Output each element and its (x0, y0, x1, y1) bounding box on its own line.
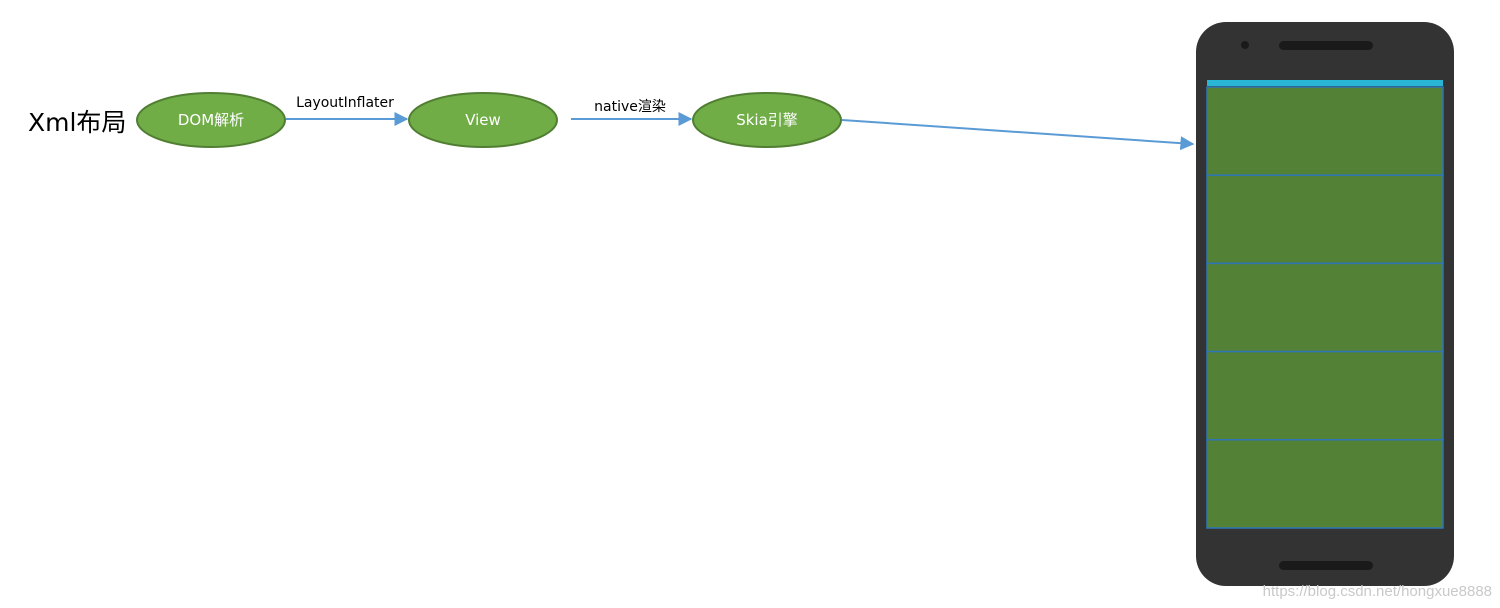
edge-label-layoutinflater: LayoutInflater (296, 95, 394, 111)
phone-screen-row (1206, 262, 1444, 353)
phone-speaker-icon (1279, 41, 1373, 50)
node-skia-engine: Skia引擎 (692, 92, 842, 148)
edge-label-native-render: native渲染 (594, 99, 666, 115)
node-view-label: View (465, 111, 501, 129)
phone-screen-row (1206, 439, 1444, 529)
phone-camera-icon (1241, 41, 1249, 49)
watermark: https://blog.csdn.net/hongxue8888 (1262, 583, 1492, 600)
node-dom-parse-label: DOM解析 (178, 111, 244, 129)
phone-screen-row (1206, 174, 1444, 265)
phone-home-bar-icon (1279, 561, 1373, 570)
xml-layout-label: Xml布局 (28, 108, 127, 137)
phone-status-bar (1207, 80, 1443, 86)
arrow-skia-to-phone (841, 119, 1195, 151)
node-dom-parse: DOM解析 (136, 92, 286, 148)
phone-screen-row (1206, 86, 1444, 176)
node-view: View (408, 92, 558, 148)
node-skia-engine-label: Skia引擎 (736, 111, 798, 129)
phone-screen-row (1206, 350, 1444, 441)
phone-mockup (1196, 22, 1454, 586)
phone-screen (1206, 86, 1444, 529)
